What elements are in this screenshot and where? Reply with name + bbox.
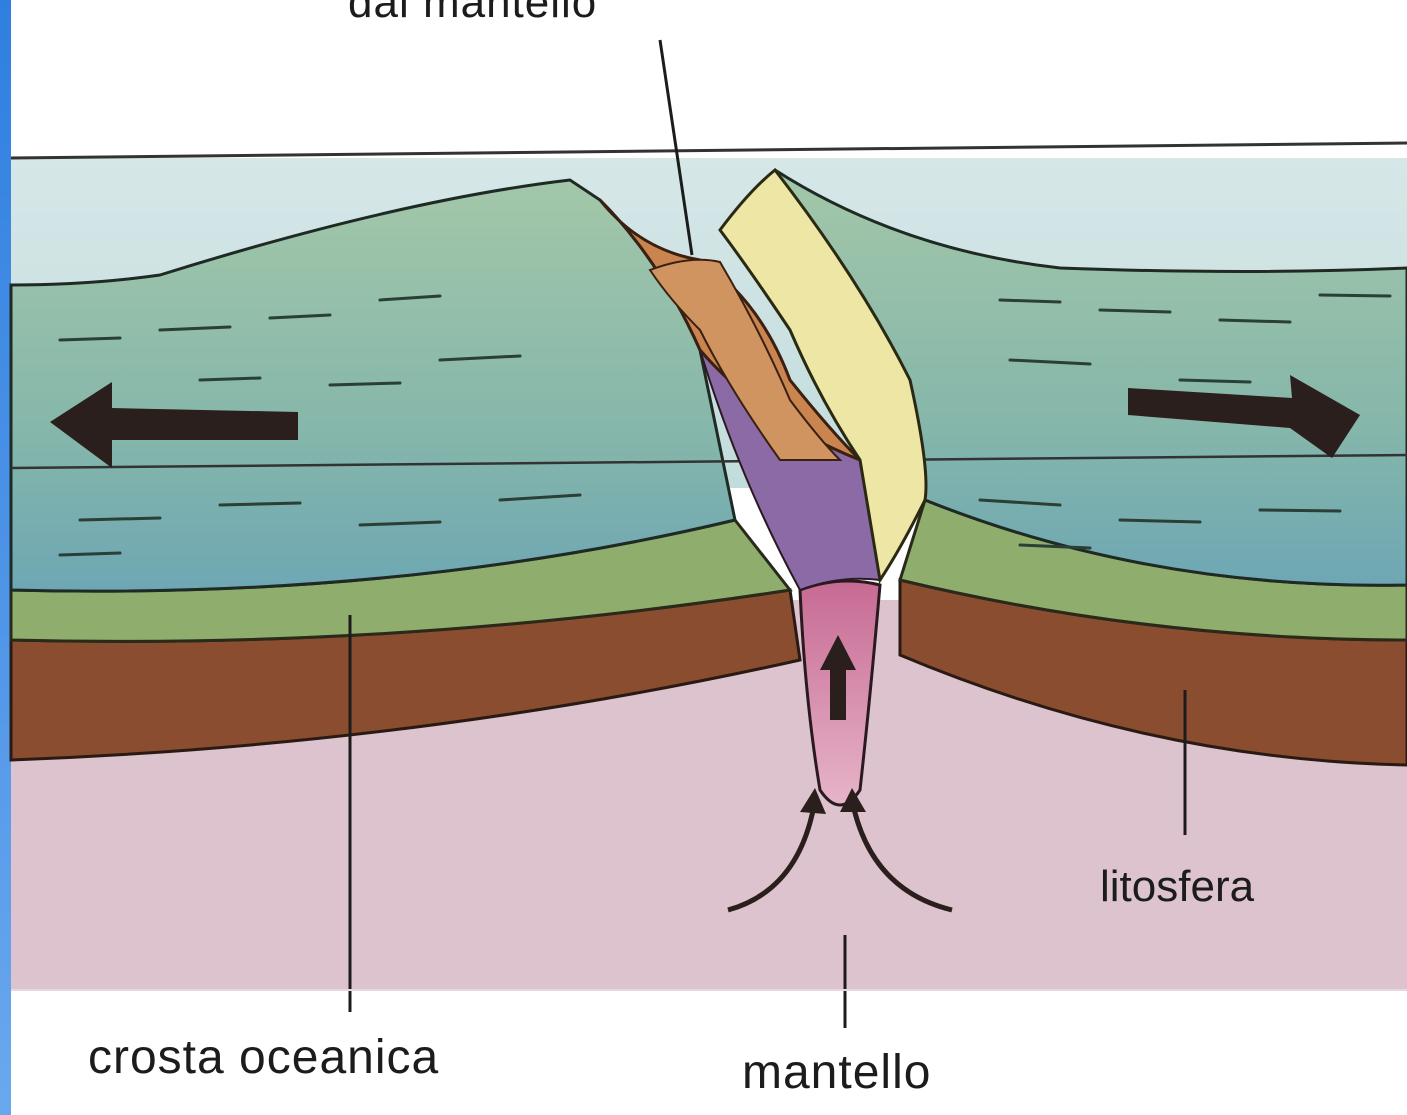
label-dal-mantello: dal mantello [348, 0, 597, 28]
label-litosfera: litosfera [1100, 862, 1254, 912]
label-mantello: mantello [742, 1045, 931, 1100]
sea-surface-line [11, 143, 1407, 158]
label-crosta-oceanica: crosta oceanica [88, 1030, 439, 1085]
